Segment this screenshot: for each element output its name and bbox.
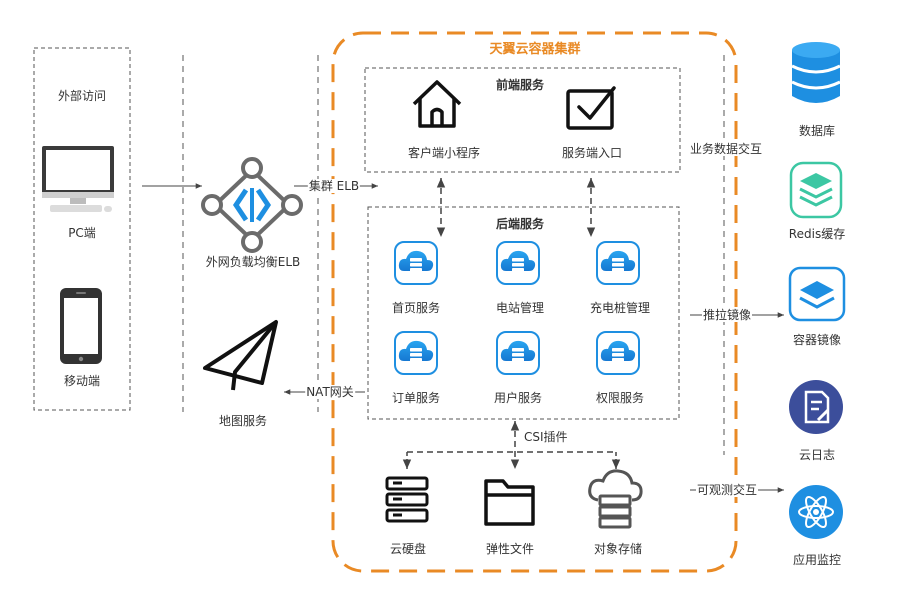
right-item-label: 应用监控 [792, 553, 842, 567]
cloud-server-icon [596, 241, 640, 285]
map-label: 地图服务 [218, 414, 268, 428]
cloud-server-icon [496, 241, 540, 285]
cloud-log-icon [789, 380, 843, 434]
cluster-boundary [331, 31, 738, 573]
cloud-disk-icon [385, 476, 429, 523]
storage-label: 对象存储 [593, 542, 643, 556]
service-label: 权限服务 [595, 391, 645, 405]
frontend-title: 前端服务 [495, 78, 545, 92]
storage-label: 云硬盘 [389, 542, 427, 556]
service-label: 电站管理 [495, 301, 545, 315]
cloud-server-icon [394, 241, 438, 285]
right-item-label: Redis缓存 [788, 227, 846, 241]
elb-label: 外网负载均衡ELB [205, 255, 301, 269]
map-paper-plane-icon [203, 320, 278, 391]
app-monitor-icon [789, 485, 843, 539]
frontend-box [364, 67, 681, 173]
service-label: 首页服务 [391, 301, 441, 315]
mobile-label: 移动端 [63, 374, 101, 388]
folder-icon [484, 479, 535, 526]
nat-label: NAT网关 [305, 385, 355, 399]
business-data-label: 业务数据交互 [689, 142, 764, 156]
object-storage-icon [588, 469, 643, 529]
cloud-server-icon [496, 331, 540, 375]
cluster-elb-label: 集群 ELB [307, 179, 361, 193]
right-item-label: 数据库 [798, 124, 836, 138]
storage-label: 弹性文件 [485, 542, 535, 556]
elb-icon [201, 157, 303, 253]
service-label: 订单服务 [391, 391, 441, 405]
right-item-label: 云日志 [798, 448, 836, 462]
cloud-server-icon [394, 331, 438, 375]
external-access-box [33, 47, 131, 411]
server-entry-label: 服务端入口 [561, 146, 623, 160]
home-icon [412, 80, 462, 128]
right-item-label: 容器镜像 [792, 333, 842, 347]
backend-title: 后端服务 [495, 217, 545, 231]
pc-label: PC端 [68, 226, 96, 240]
csi-label: CSI插件 [523, 430, 569, 444]
push-image-label: 推拉镜像 [702, 308, 753, 322]
pc-icon [42, 146, 114, 212]
observe-label: 可观测交互 [696, 483, 759, 497]
service-label: 用户服务 [493, 391, 543, 405]
external-access-title: 外部访问 [57, 89, 107, 103]
backend-box [367, 206, 680, 420]
mobile-icon [60, 288, 102, 364]
service-label: 充电桩管理 [589, 301, 651, 315]
database-icon [791, 42, 841, 103]
cluster-title: 天翼云容器集群 [489, 42, 581, 57]
redis-icon [789, 161, 843, 219]
container-image-icon [788, 266, 846, 322]
client-label: 客户端小程序 [407, 146, 481, 160]
cloud-server-icon [596, 331, 640, 375]
checkbox-icon [566, 86, 616, 130]
